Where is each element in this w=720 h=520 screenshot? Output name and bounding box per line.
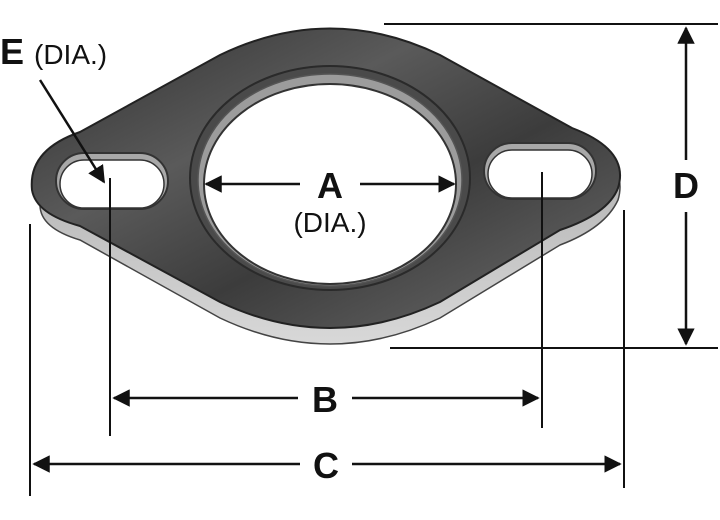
dimension-e-note: (DIA.) xyxy=(34,39,107,70)
dimension-d-label: D xyxy=(673,165,699,206)
left-slot-hole xyxy=(59,159,165,209)
dimension-e-label: E xyxy=(0,31,24,72)
center-hole xyxy=(203,83,457,285)
right-slot-hole xyxy=(487,149,593,199)
dimension-b-label: B xyxy=(312,379,338,420)
dimension-c-label: C xyxy=(313,445,339,486)
dimension-e-leader xyxy=(38,79,106,184)
dimension-a-note: (DIA.) xyxy=(293,207,366,238)
dimension-a-label: A xyxy=(317,165,343,206)
